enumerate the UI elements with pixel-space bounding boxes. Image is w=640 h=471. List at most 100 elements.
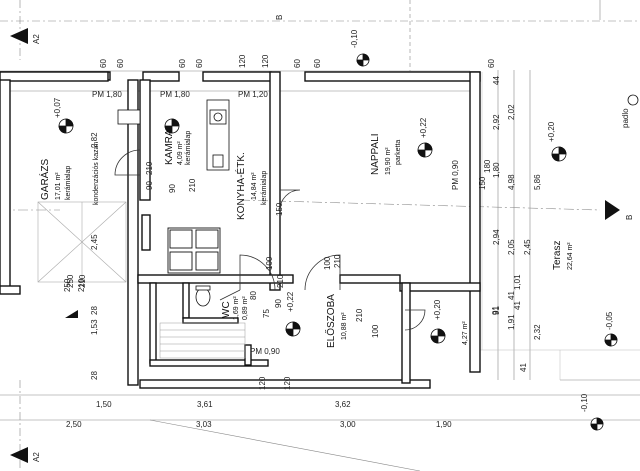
misc-dim-10: 210 (77, 278, 86, 292)
level-markers (58, 53, 639, 431)
mid-dim-3: 210 (145, 161, 154, 175)
wc-area1: 1,69 m² (233, 296, 240, 320)
right-dim-5: 5,86 (533, 174, 542, 190)
left-dim-3: 28 (90, 306, 99, 315)
level-garazs: +0,07 (53, 97, 62, 118)
wc-name: WC (221, 301, 232, 318)
nappali-finish: parketta (395, 140, 402, 165)
kamra-finish: kerámialap (185, 131, 192, 165)
garazs-area: 17,01 m² (55, 172, 62, 200)
misc-dim-2: 100 (265, 256, 274, 270)
terasz-name: Terasz (552, 241, 563, 270)
level-nappali: +0,22 (419, 117, 428, 138)
garazs-note: kondenzációs kazán (93, 141, 100, 205)
garage-hatch (37, 201, 127, 283)
bottom2-dim-3: 1,90 (436, 420, 452, 429)
terrace-edge (470, 72, 640, 380)
kamra-area: 4,09 m² (177, 141, 184, 165)
kamra-name: KAMRA (164, 129, 175, 165)
section-b-right: B (625, 215, 634, 220)
mid-dim-7: 210 (276, 274, 285, 288)
misc-dim-11: 1,01 (513, 274, 522, 290)
mid-dim-4: 90 (145, 181, 154, 190)
top-dim-8: 60 (487, 59, 496, 68)
top-dim-1: 60 (116, 59, 125, 68)
level-terasz: +0,20 (547, 121, 556, 142)
right-dim-10: 41 (507, 291, 516, 300)
portico-area: 4,27 m² (462, 321, 469, 345)
fragment-text: padlo (621, 108, 630, 128)
section-a2-bottom: A2 (32, 452, 41, 462)
mid-dim-1: 180 (483, 159, 492, 173)
top-dim-5: 120 (261, 54, 270, 68)
misc-dim-13: 2,32 (533, 324, 542, 340)
konyha-finish: kerámialap (261, 171, 268, 205)
mid-dim-0: 150 (275, 202, 284, 216)
bottom2-dim-0: 2,50 (66, 420, 82, 429)
walls (0, 71, 481, 389)
konyha-name: KONYHA-ÉTK. (234, 152, 247, 220)
misc-dim-0: 120 (258, 376, 267, 390)
top-dim-2: 60 (178, 59, 187, 68)
left-dim-2: 1,53 (90, 319, 99, 335)
right-dim-8: 2,45 (523, 239, 532, 255)
level-portico: +0,20 (433, 299, 442, 320)
left-dim-0: 2,82 (90, 132, 99, 148)
misc-dim-4: 100 (371, 324, 380, 338)
right-dim-1: 2,92 (492, 114, 501, 130)
level-top: -0,10 (350, 29, 359, 48)
opening-pm120: PM 1,20 (238, 90, 268, 99)
mid-dim-6: 90 (168, 184, 177, 193)
wc-area2: 0,89 m² (242, 296, 249, 320)
section-markers (10, 28, 620, 463)
bottom1-dim-0: 1,50 (96, 400, 112, 409)
eloszoba-name: ELŐSZOBA (323, 294, 337, 348)
right-dim-0: 44 (492, 76, 501, 85)
toilet (195, 285, 211, 307)
dining-table (167, 227, 221, 274)
mid-dim-8: 250 (66, 274, 75, 288)
misc-dim-1: 120 (283, 376, 292, 390)
misc-dim-9: 250 (63, 278, 72, 292)
eloszoba-area: 10,88 m² (341, 312, 348, 340)
top-dim-0: 60 (99, 59, 108, 68)
boiler (117, 109, 141, 125)
top-dim-4: 120 (238, 54, 247, 68)
garazs-finish: kerámialap (65, 166, 72, 200)
bottom2-dim-2: 3,00 (340, 420, 356, 429)
misc-dim-12: 41 (513, 301, 522, 310)
right-dim-3: 1,80 (492, 162, 501, 178)
right-dim-2: 2,02 (507, 104, 516, 120)
misc-dim-3: 100 (323, 256, 332, 270)
mid-dim-5: 210 (188, 178, 197, 192)
top-dim-7: 60 (313, 59, 322, 68)
level-wc: +0,22 (286, 291, 295, 312)
nappali-name: NAPPALI (370, 134, 381, 176)
right-dim-4: 4,98 (507, 174, 516, 190)
garazs-name: GARÁZS (38, 159, 51, 200)
right-dim-6: 2,94 (492, 229, 501, 245)
misc-dim-8: 90 (274, 299, 283, 308)
top-dim-6: 60 (293, 59, 302, 68)
misc-dim-5: 210 (355, 308, 364, 322)
section-a2-top: A2 (32, 34, 41, 44)
mid-dim-2: 150 (478, 176, 487, 190)
terasz-area: 22,64 m² (567, 242, 574, 270)
nappali-area: 19,90 m² (385, 147, 392, 175)
bottom1-dim-2: 3,62 (335, 400, 351, 409)
left-dim-4: 28 (90, 371, 99, 380)
misc-dim-7: 80 (249, 291, 258, 300)
section-b-left: B (275, 15, 284, 20)
right-dim-7: 2,05 (507, 239, 516, 255)
mid-dim-9: 210 (78, 274, 87, 288)
right-dim-11: 91 (492, 306, 501, 315)
misc-dim-14: 91 (491, 306, 500, 315)
bottom1-dim-1: 3,61 (197, 400, 213, 409)
